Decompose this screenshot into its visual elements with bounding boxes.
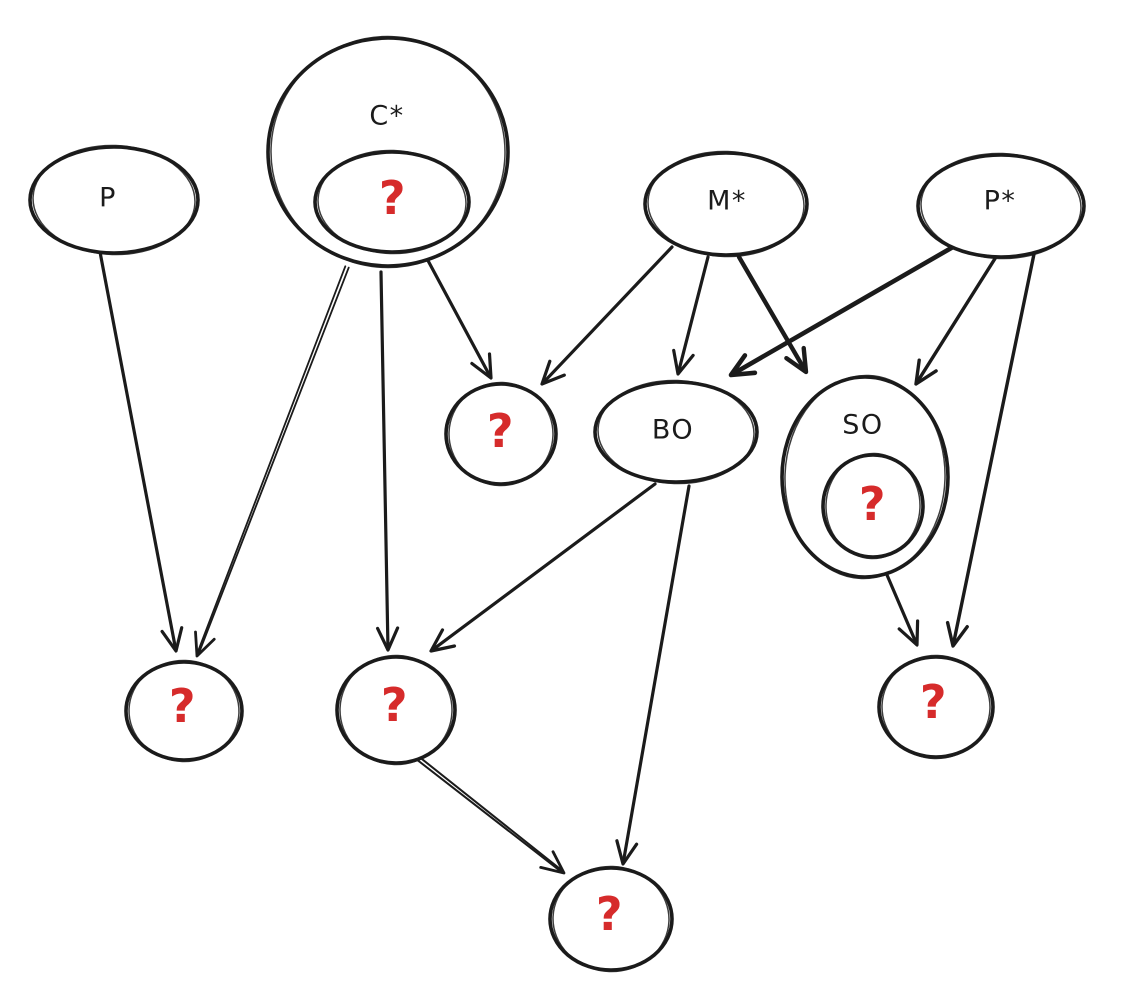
node-botQ-ellipse bbox=[548, 866, 674, 972]
arrowhead-icon bbox=[194, 630, 216, 658]
node-SO-sketch-stroke bbox=[784, 374, 946, 580]
node-botQ: ? bbox=[548, 865, 674, 973]
edge-midQ-to-botQ bbox=[416, 756, 566, 875]
node-Pstar-sketch-stroke bbox=[920, 152, 1082, 260]
edge-Pstar-to-BO bbox=[728, 244, 956, 378]
edge-line bbox=[416, 759, 563, 874]
edge-line bbox=[541, 245, 674, 385]
node-BO-sketch-stroke bbox=[597, 379, 755, 485]
node-rightQ-label: ? bbox=[920, 675, 948, 729]
arrowhead-icon bbox=[615, 839, 639, 866]
node-midQ-sketch-stroke bbox=[339, 654, 453, 766]
edge-Mstar-to-smallQ bbox=[540, 245, 674, 386]
node-smallQ: ? bbox=[444, 381, 558, 487]
edge-P-to-leftQ bbox=[98, 250, 184, 653]
node-SO-label: SO bbox=[842, 410, 883, 441]
arrowhead-icon bbox=[672, 348, 695, 376]
edge-line bbox=[676, 255, 710, 374]
node-midQ-ellipse bbox=[335, 655, 457, 765]
node-smallQ-sketch-stroke bbox=[448, 381, 554, 487]
node-Cinner-sketch-stroke bbox=[317, 149, 467, 255]
arrowhead-icon bbox=[470, 352, 493, 380]
node-BO: BO bbox=[593, 379, 759, 485]
edge-line bbox=[196, 265, 347, 655]
node-P-sketch-stroke bbox=[32, 144, 196, 256]
node-smallQ-label: ? bbox=[487, 404, 515, 458]
node-Pstar-label: P* bbox=[984, 186, 1017, 217]
node-Pstar: P* bbox=[916, 152, 1086, 260]
arrowhead-icon bbox=[914, 358, 938, 386]
node-BO-label: BO bbox=[652, 415, 694, 446]
node-Pstar-ellipse bbox=[916, 153, 1086, 259]
edge-line bbox=[98, 250, 178, 651]
node-Mstar-sketch-stroke bbox=[647, 150, 805, 258]
node-Cinner-ellipse bbox=[313, 150, 471, 254]
edge-line bbox=[951, 252, 1036, 646]
edge-line bbox=[621, 484, 691, 864]
edge-line bbox=[885, 573, 918, 645]
node-Mstar-ellipse bbox=[643, 151, 809, 257]
node-botQ-label: ? bbox=[596, 887, 624, 941]
node-P: P bbox=[28, 144, 200, 256]
node-leftQ-ellipse bbox=[124, 660, 244, 762]
node-midQ: ? bbox=[335, 654, 457, 766]
arrowhead-icon bbox=[376, 626, 400, 652]
node-midQ-label: ? bbox=[381, 678, 409, 732]
edge-line bbox=[736, 254, 808, 373]
edge-SO-to-rightQ bbox=[885, 573, 920, 647]
arrowhead-icon bbox=[429, 628, 457, 653]
edge-Mstar-to-BO bbox=[672, 255, 710, 376]
arrowhead-icon bbox=[728, 353, 758, 378]
node-P-label: P bbox=[99, 183, 117, 214]
edge-line bbox=[915, 255, 998, 385]
node-Cinner-label: ? bbox=[379, 171, 407, 225]
edge-line bbox=[423, 253, 492, 378]
arrowhead-icon bbox=[897, 619, 920, 647]
arrowhead-icon bbox=[539, 850, 566, 875]
arrowhead-icon bbox=[540, 359, 566, 386]
nodes-layer: P C*? M* P*? BO SO????? bbox=[28, 35, 1086, 973]
edge-Mstar-to-SO bbox=[736, 254, 809, 375]
edge-line bbox=[419, 756, 564, 873]
node-Mstar: M* bbox=[643, 150, 809, 258]
edges-layer bbox=[98, 244, 1036, 875]
node-smallQ-ellipse bbox=[444, 382, 558, 486]
edge-Cstar-to-midQ bbox=[376, 270, 400, 652]
node-Cstar-sketch-stroke bbox=[270, 35, 506, 269]
arrowhead-icon bbox=[784, 345, 809, 375]
node-SOinner: ? bbox=[821, 452, 925, 560]
edge-Cstar-to-smallQ bbox=[423, 253, 493, 380]
edge-Pstar-to-SO bbox=[914, 255, 998, 386]
edge-Pstar-to-rightQ bbox=[945, 252, 1036, 648]
arrowhead-icon bbox=[160, 626, 184, 653]
node-leftQ: ? bbox=[124, 659, 244, 763]
node-BO-ellipse bbox=[593, 380, 759, 484]
node-botQ-sketch-stroke bbox=[552, 865, 670, 973]
node-rightQ-ellipse bbox=[877, 655, 995, 759]
node-rightQ-sketch-stroke bbox=[881, 654, 991, 760]
node-SOinner-sketch-stroke bbox=[825, 452, 921, 560]
node-Cstar-label: C* bbox=[369, 101, 404, 132]
edge-line bbox=[379, 270, 390, 650]
edge-line bbox=[730, 244, 956, 377]
node-SOinner-ellipse bbox=[821, 453, 925, 559]
edge-BO-to-midQ bbox=[429, 482, 657, 653]
arrowhead-icon bbox=[945, 620, 969, 648]
node-rightQ: ? bbox=[877, 654, 995, 760]
edge-Cstar-to-leftQ bbox=[194, 265, 350, 658]
node-P-ellipse bbox=[28, 145, 200, 255]
edge-line bbox=[431, 482, 657, 652]
edge-line bbox=[197, 266, 350, 656]
node-Cinner: ? bbox=[313, 149, 471, 255]
node-Mstar-label: M* bbox=[707, 186, 747, 217]
node-leftQ-label: ? bbox=[169, 679, 197, 733]
edge-BO-to-botQ bbox=[615, 484, 691, 866]
node-leftQ-sketch-stroke bbox=[128, 659, 240, 763]
node-SOinner-label: ? bbox=[859, 477, 887, 531]
